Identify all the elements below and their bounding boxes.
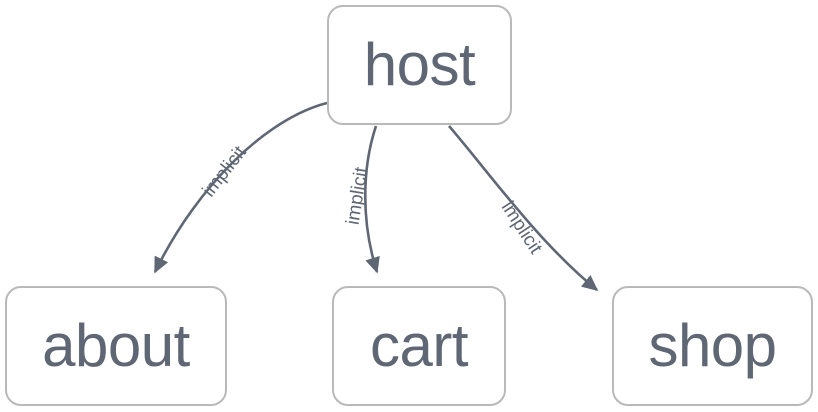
edge-host-shop	[448, 125, 599, 292]
node-shop-label: shop	[648, 312, 777, 379]
node-about[interactable]: about	[5, 286, 227, 406]
edge-host-cart	[364, 125, 380, 274]
node-about-label: about	[42, 312, 190, 379]
edge-host-about	[153, 101, 328, 274]
node-host-label: host	[363, 31, 476, 98]
node-cart[interactable]: cart	[332, 286, 506, 406]
node-shop[interactable]: shop	[612, 286, 813, 406]
node-host[interactable]: host	[327, 5, 512, 125]
node-cart-label: cart	[369, 312, 469, 379]
